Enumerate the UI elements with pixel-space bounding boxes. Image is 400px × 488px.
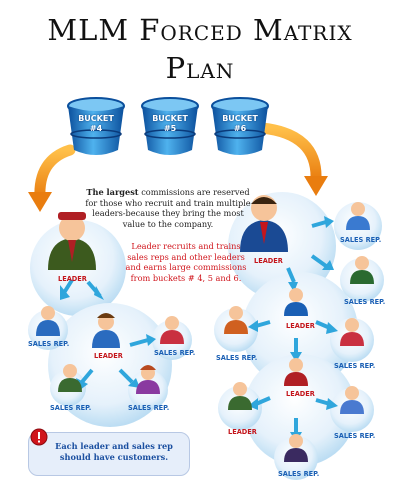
leader-label: LEADER xyxy=(254,257,283,265)
bucket-5: BUCKET#5 xyxy=(141,94,199,156)
small-avatars xyxy=(36,202,374,462)
bubble-right-mid xyxy=(242,272,358,388)
bucket-label: BUCKET xyxy=(152,114,188,123)
bucket-4: BUCKET#4 xyxy=(67,94,125,156)
bucket-label: BUCKET xyxy=(78,114,114,123)
page-title: MLM Forced Matrix xyxy=(47,13,353,47)
sales-rep-label: SALES REP. xyxy=(128,404,170,412)
sales-rep-label: SALES REP. xyxy=(154,349,196,357)
orange-arrow-right xyxy=(256,122,322,186)
sales-rep-label: SALES REP. xyxy=(28,340,70,348)
sales-rep-label: SALES REP. xyxy=(278,470,320,478)
sales-rep-label: SALES REP. xyxy=(340,236,382,244)
leader-icon-right xyxy=(240,195,288,252)
customers-note: Each leader and sales rep should have cu… xyxy=(28,432,190,476)
page-title-line2: Plan xyxy=(165,51,235,85)
bucket-5-graphic xyxy=(141,97,199,155)
sales-rep-label: SALES REP. xyxy=(334,362,376,370)
bucket-6-graphic xyxy=(211,97,269,155)
bucket-6: BUCKET#6 xyxy=(211,94,269,156)
bucket-number: #6 xyxy=(233,124,247,133)
leader-label: LEADER xyxy=(286,322,315,330)
sales-rep-label: SALES REP. xyxy=(344,298,386,306)
alert-icon xyxy=(30,428,48,446)
leader-label: LEADER xyxy=(94,352,123,360)
leader-label: LEADER xyxy=(286,390,315,398)
leader-label: LEADER xyxy=(228,428,257,436)
bucket-number: #4 xyxy=(89,124,103,133)
description-rest: commissions are reserved for those who r… xyxy=(85,187,251,229)
bucket-label: BUCKET xyxy=(222,114,258,123)
sales-rep-label: SALES REP. xyxy=(334,432,376,440)
leader-icon-left xyxy=(48,212,96,270)
bubble-right-bottom xyxy=(244,354,356,466)
customers-note-text: Each leader and sales rep should have cu… xyxy=(55,441,173,462)
leader-note: Leader recruits and trains sales reps an… xyxy=(125,241,247,283)
commission-description: The largest commissions are reserved for… xyxy=(82,187,254,229)
bucket-number: #5 xyxy=(163,124,177,133)
people xyxy=(36,195,374,462)
leader-label: LEADER xyxy=(58,275,87,283)
sales-rep-label: SALES REP. xyxy=(216,354,258,362)
description-bold: The largest xyxy=(86,187,139,197)
sales-rep-label: SALES REP. xyxy=(50,404,92,412)
bucket-4-graphic xyxy=(67,97,125,155)
orange-arrow-left xyxy=(34,144,76,204)
